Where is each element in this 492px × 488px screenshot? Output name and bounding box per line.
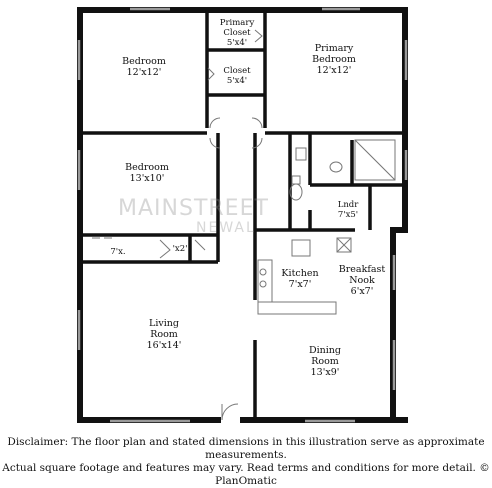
room-name-2: Room [150, 329, 178, 340]
room-closet-small-1: 7'x. [110, 247, 125, 257]
room-dims: 'x2' [172, 244, 188, 254]
room-name: Bedroom [122, 56, 166, 67]
room-dims: 16'x14' [146, 340, 182, 351]
room-name: Lndr [337, 200, 359, 210]
room-dims: 7'x7' [288, 279, 312, 290]
disclaimer-line1: Disclaimer: The floor plan and stated di… [7, 436, 485, 461]
room-name-2: Bedroom [312, 54, 356, 65]
doors-and-fixtures [92, 29, 396, 421]
room-closet: Closet 5'x4' [223, 66, 250, 86]
watermark-line1: MAINSTREET [118, 196, 269, 221]
room-laundry: Lndr 7'x5' [338, 200, 359, 220]
room-name: Primary [314, 43, 354, 54]
room-dims: 13'x9' [310, 367, 340, 378]
room-name: Kitchen [281, 268, 319, 279]
room-primary-bedroom: Primary Bedroom 12'x12' [312, 43, 356, 76]
watermark: MAINSTREET NEWAL [118, 196, 269, 236]
windows [77, 7, 408, 423]
room-bedroom-2: Bedroom 13'x10' [125, 162, 169, 184]
room-name: Dining [308, 345, 342, 356]
disclaimer-line2: Actual square footage and features may v… [2, 462, 490, 487]
room-name: Primary [219, 18, 255, 28]
room-dining-room: Dining Room 13'x9' [309, 345, 341, 378]
room-bedroom-1: Bedroom 12'x12' [122, 56, 166, 78]
room-name: Closet [223, 66, 251, 76]
room-name-2: Closet [223, 28, 251, 38]
room-living-room: Living Room 16'x14' [147, 318, 182, 351]
room-dims: 5'x4' [226, 76, 248, 86]
room-dims: 6'x7' [350, 286, 374, 297]
watermark-line2: NEWAL [196, 220, 256, 236]
disclaimer: Disclaimer: The floor plan and stated di… [0, 436, 492, 488]
room-dims: 5'x4' [226, 38, 248, 48]
room-primary-closet: Primary Closet 5'x4' [220, 18, 255, 48]
room-dims: 12'x12' [126, 67, 162, 78]
room-name: Bedroom [125, 162, 169, 173]
interior-walls [80, 10, 405, 420]
room-closet-small-2: 'x2' [173, 244, 188, 254]
floor-plan-drawing [77, 7, 408, 423]
room-name-2: Room [311, 356, 339, 367]
room-name-2: Nook [349, 275, 375, 286]
room-name: Living [149, 318, 179, 329]
room-name: Breakfast [338, 264, 386, 275]
room-dims: 7'x. [110, 247, 126, 257]
room-kitchen: Kitchen 7'x7' [281, 268, 318, 290]
room-breakfast-nook: Breakfast Nook 6'x7' [339, 264, 385, 297]
room-dims: 12'x12' [316, 65, 352, 76]
room-dims: 7'x5' [337, 210, 359, 220]
room-dims: 13'x10' [129, 173, 165, 184]
